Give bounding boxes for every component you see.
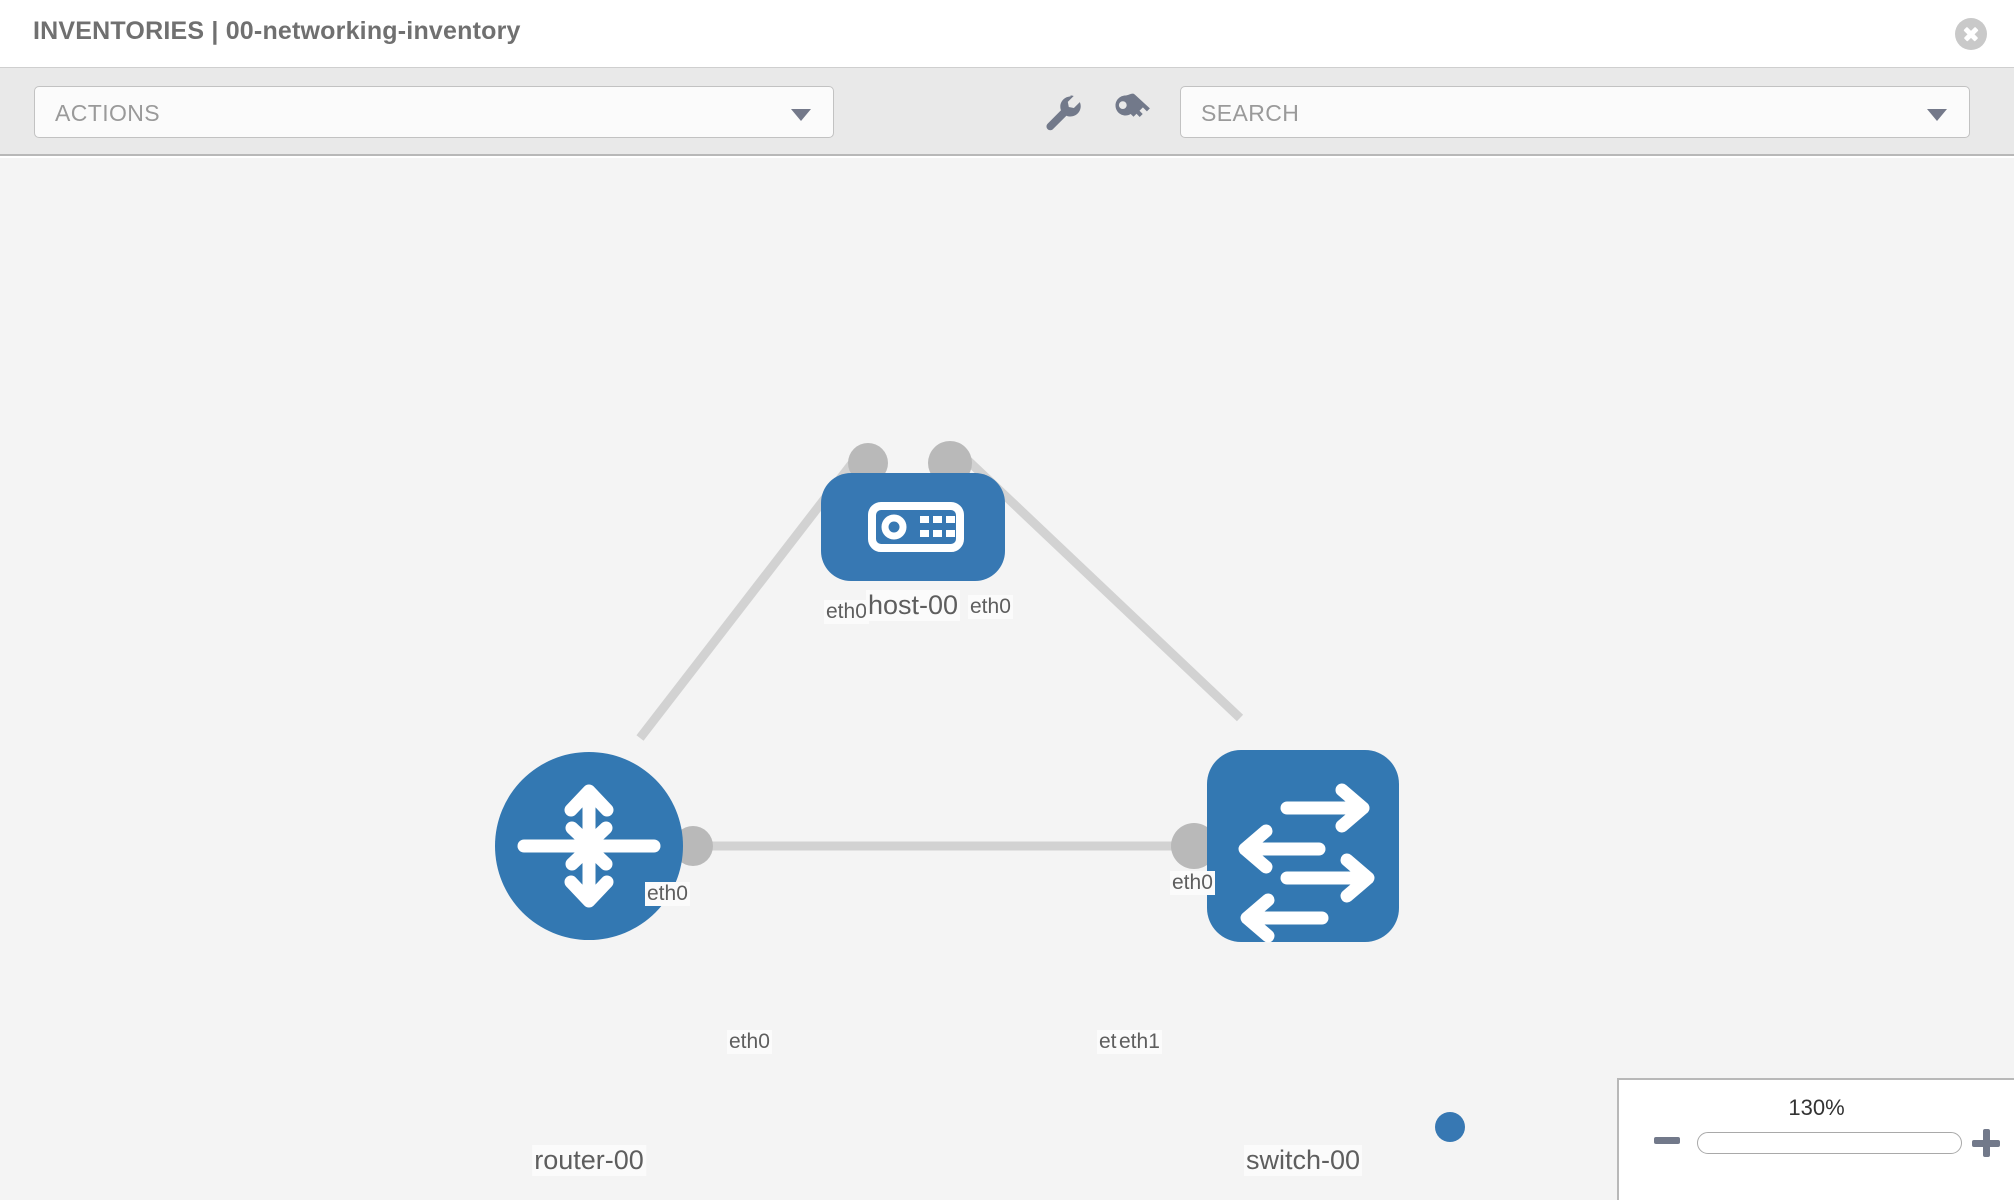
close-icon[interactable] [1955,18,1987,50]
edge-label-host00-eth0-right: eth0 [968,595,1013,620]
connector-router00-east [673,826,713,866]
edge-label-host00-eth0-left: eth0 [824,600,869,625]
page-title: INVENTORIES | 00-networking-inventory [33,17,521,45]
topology-canvas[interactable]: eth0 eth0 eth0 eth0 eth0 eth0 eth1 host-… [0,158,2014,1200]
edge-host00-switch00 [956,449,1244,722]
node-label-host-00: host-00 [865,590,961,622]
node-label-router-00: router-00 [532,1145,646,1177]
key-icon[interactable] [1108,90,1154,136]
switch-arrows-icon [1238,783,1375,943]
topology-graph [495,441,1399,943]
minus-icon[interactable] [1654,1137,1680,1144]
server-icon [868,502,964,552]
search-input-placeholder: SEARCH [1201,100,1300,126]
edge-label-switch00-uplink-eth0: eth0 [1170,871,1215,896]
node-router-00 [495,752,683,940]
router-arrows-icon [517,784,661,908]
page-header: INVENTORIES | 00-networking-inventory [0,0,2014,68]
connector-switch00-west [1171,823,1217,869]
chevron-down-icon [1927,109,1947,121]
zoom-slider-track[interactable] [1697,1132,1962,1154]
node-switch-00 [1207,750,1399,943]
zoom-slider-thumb[interactable] [1435,1112,1465,1142]
actions-dropdown-label: ACTIONS [55,100,161,126]
toolbar: ACTIONS SEARCH [0,68,2014,156]
node-host-00 [821,473,1005,581]
wrench-icon[interactable] [1040,90,1086,136]
actions-dropdown[interactable]: ACTIONS [34,86,834,138]
zoom-control: 130% [1617,1078,2014,1200]
zoom-percent-label: 130% [1788,1095,1845,1120]
node-label-switch-00: switch-00 [1243,1145,1363,1177]
edge-label-router00-uplink-eth0: eth0 [645,882,690,907]
plus-icon[interactable] [1972,1129,2000,1157]
edge-label-switch00-eth1: eth1 [1117,1030,1162,1055]
edge-label-router00-eth0: eth0 [727,1030,772,1055]
search-input[interactable]: SEARCH [1180,86,1970,138]
chevron-down-icon [791,109,811,121]
